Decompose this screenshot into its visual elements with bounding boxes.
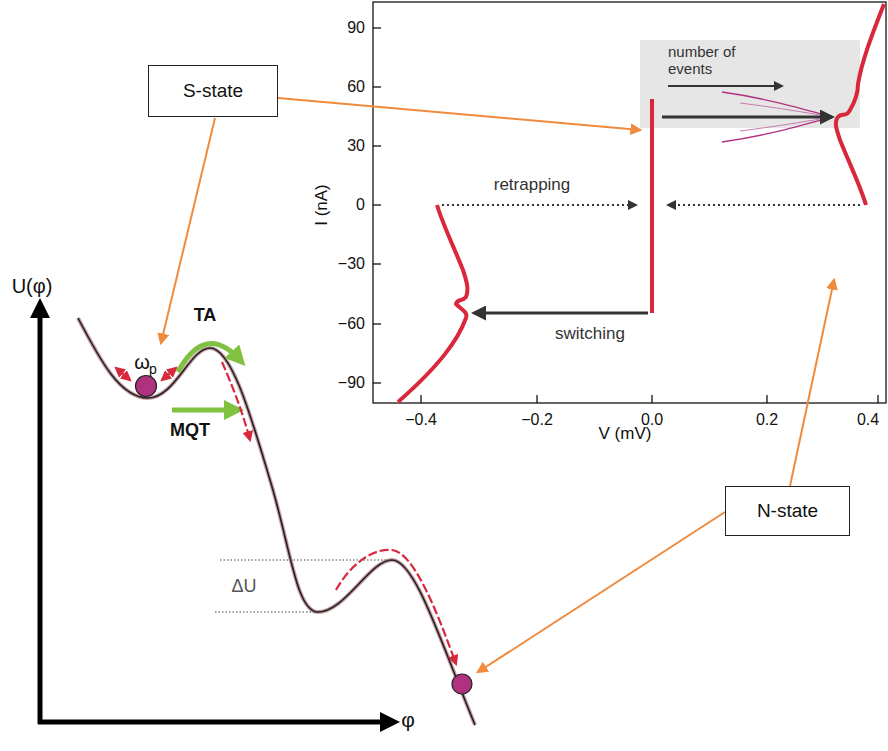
retrapping-arrow (668, 204, 860, 206)
iv-curve (398, 4, 884, 402)
phase-particle (452, 674, 472, 694)
switching-arrow (474, 312, 648, 315)
tick-label: 90 (347, 19, 365, 37)
tick-label: 0.0 (641, 411, 663, 429)
energy-label: ΔU (231, 577, 256, 597)
tick-label: −30 (338, 255, 365, 273)
oscillation-arrow (162, 368, 176, 380)
retrapping-arrow (442, 204, 636, 206)
switching-arrow (662, 116, 832, 119)
potential-shade (78, 318, 475, 725)
phase-axis (38, 720, 392, 725)
axis-label: φ (401, 708, 415, 731)
tick-label: −90 (338, 374, 365, 392)
process-label: MQT (170, 421, 210, 441)
phase-particle (136, 376, 157, 397)
tick-label: 30 (347, 137, 365, 155)
leader-line (478, 512, 725, 672)
tick-label: 60 (347, 78, 365, 96)
tick-label: −0.2 (521, 411, 553, 429)
barrier-level (220, 560, 392, 561)
tunneling-arrow (172, 408, 236, 413)
axis-title: I (nA) (313, 184, 332, 226)
tick-label: −60 (338, 315, 365, 333)
washboard-potential (78, 318, 475, 725)
state-label: S-state (183, 80, 243, 102)
running-arrow (336, 550, 456, 664)
plot-frame (373, 2, 886, 403)
tick-label: 0.4 (857, 411, 879, 429)
frequency-symbol: ω (134, 351, 150, 373)
annotation: retrapping (494, 176, 571, 195)
oscillation-arrow (116, 368, 130, 380)
well-level (215, 612, 318, 613)
leader-line (278, 98, 640, 130)
annotation: switching (555, 325, 625, 344)
axis-label: U(φ) (12, 275, 53, 297)
events-arrow (668, 85, 782, 87)
leader-line (790, 280, 834, 486)
state-label: N-state (757, 500, 818, 522)
tick-label: 0.2 (756, 411, 778, 429)
annotation: number of events (668, 44, 748, 77)
running-arrow (222, 362, 250, 440)
tick-label: 0 (356, 196, 365, 214)
thermal-activation-arrow (178, 344, 240, 372)
state-box: N-state (725, 486, 850, 536)
frequency-subscript: p (149, 362, 157, 377)
energy-axis (38, 306, 43, 724)
state-box: S-state (148, 65, 278, 117)
histogram-panel (640, 40, 860, 128)
process-label: TA (194, 306, 217, 326)
tick-marks (373, 28, 878, 403)
tick-label: −0.4 (405, 411, 437, 429)
